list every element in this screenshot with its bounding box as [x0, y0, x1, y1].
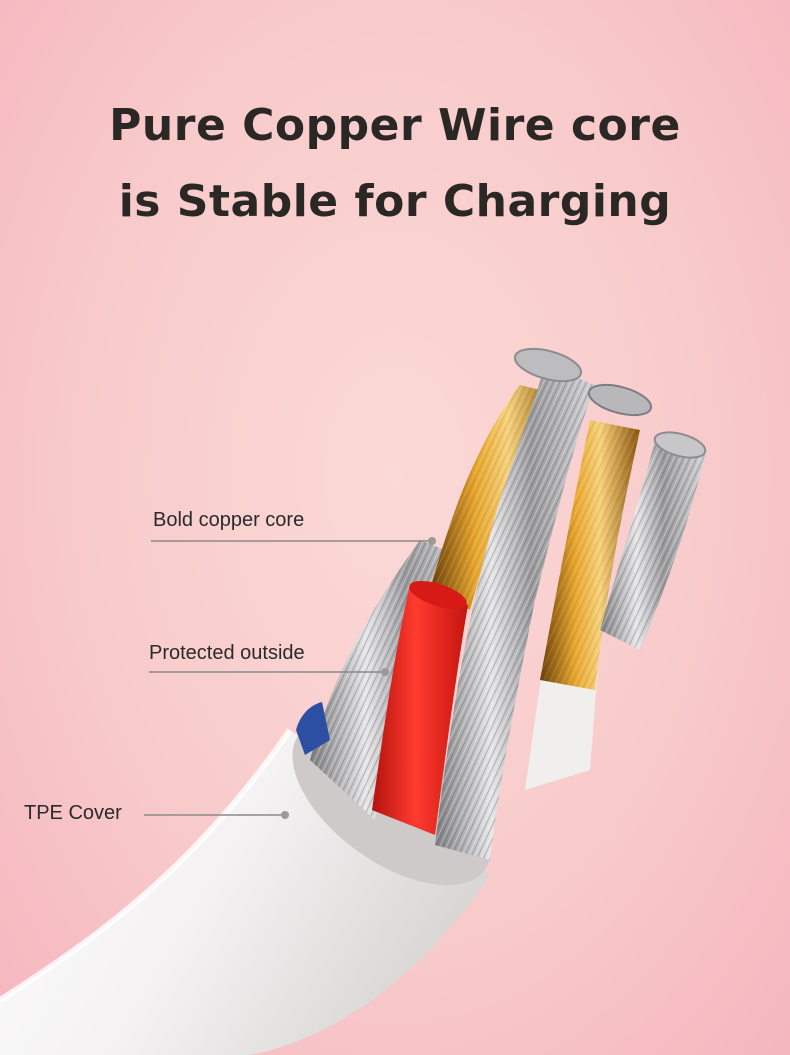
strand-tip — [587, 383, 653, 417]
callout-copper-core: Bold copper core — [153, 509, 305, 531]
callout-tpe-cover: TPE Cover — [24, 802, 122, 824]
callout-lines — [144, 537, 436, 819]
blue-insulation — [296, 702, 330, 755]
silver-strand-bundle — [435, 347, 595, 860]
copper-wire-right — [540, 420, 640, 690]
callout-protected-outside: Protected outside — [149, 642, 305, 664]
headline: Pure Copper Wire core is Stable for Char… — [0, 88, 790, 240]
headline-line-2: is Stable for Charging — [118, 176, 672, 227]
red-insulated-wire — [372, 581, 468, 835]
headline-line-1: Pure Copper Wire core — [109, 100, 681, 151]
silver-strand-right — [600, 431, 707, 650]
